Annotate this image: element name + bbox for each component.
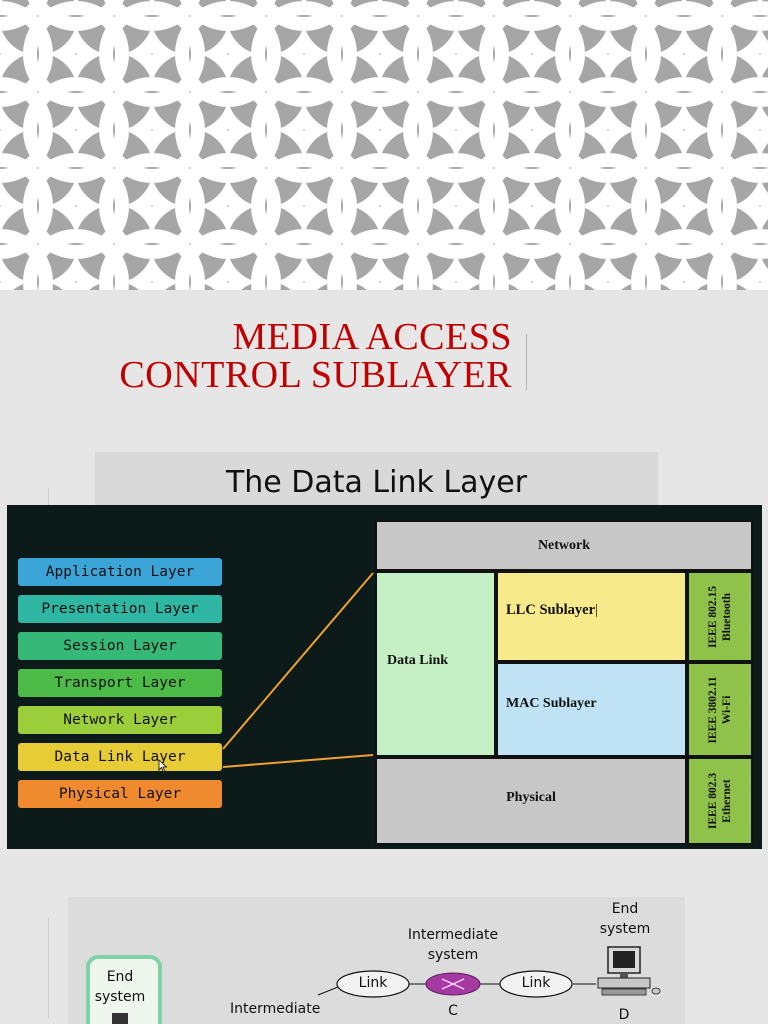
standard-wifi: IEEE 3802.11 Wi-Fi xyxy=(687,662,753,757)
standard-wifi-name: Wi-Fi xyxy=(721,695,733,724)
standard-wifi-id: IEEE 3802.11 xyxy=(707,675,719,744)
end-system-left-label: End system xyxy=(94,969,146,1005)
text-cursor: | xyxy=(595,602,598,618)
slide-title-line2: CONTROL SUBLAYER xyxy=(119,354,512,396)
stack-llc-label: LLC Sublayer xyxy=(506,602,596,618)
node-d-label: D xyxy=(618,1007,630,1023)
title-divider xyxy=(526,334,527,390)
stack-network: Network xyxy=(375,520,753,571)
standard-bluetooth-id: IEEE 802.15 xyxy=(707,585,719,648)
slide-title: MEDIA ACCESS CONTROL SUBLAYER xyxy=(60,318,512,394)
osi-layer-application: Application Layer xyxy=(18,558,222,586)
intermediate-system-label: Intermediate system xyxy=(407,927,499,963)
standard-ethernet-id: IEEE 802.3 xyxy=(707,772,719,830)
stack-physical: Physical xyxy=(375,757,687,845)
figure-header: The Data Link Layer xyxy=(95,452,658,508)
network-path-figure: End system Intermediate Intermediate sys… xyxy=(68,897,685,1024)
osi-layer-presentation: Presentation Layer xyxy=(18,595,222,623)
osi-layer-physical: Physical Layer xyxy=(18,780,222,808)
mouse-pointer-icon xyxy=(158,759,168,773)
standard-ethernet-name: Ethernet xyxy=(721,779,733,823)
end-system-right-label: End system xyxy=(599,901,651,937)
stack-mac-sublayer: MAC Sublayer xyxy=(496,662,687,757)
standard-ethernet: IEEE 802.3 Ethernet xyxy=(687,757,753,845)
intermediate-left-label: Intermediate xyxy=(230,1001,321,1017)
standard-bluetooth-name: Bluetooth xyxy=(721,592,733,641)
left-guide-line xyxy=(48,488,49,508)
stack-mac-label: MAC Sublayer xyxy=(506,696,597,711)
header-pattern xyxy=(0,0,768,290)
connector-lines xyxy=(222,572,374,768)
standard-wifi-text: IEEE 3802.11 Wi-Fi xyxy=(706,676,734,743)
stack-data-link: Data Link xyxy=(375,571,496,757)
computer-icon xyxy=(112,1013,128,1024)
standard-bluetooth: IEEE 802.15 Bluetooth xyxy=(687,571,753,662)
link-1-label: Link xyxy=(358,975,388,991)
node-c-label: C xyxy=(448,1003,458,1019)
slide-title-line1: MEDIA ACCESS xyxy=(232,316,512,358)
stack-llc-sublayer: LLC Sublayer| xyxy=(496,571,687,662)
data-link-layer-diagram: Application Layer Presentation Layer Ses… xyxy=(7,505,762,849)
osi-layer-data-link: Data Link Layer xyxy=(18,743,222,771)
stack-network-label: Network xyxy=(537,538,591,553)
link-2-label: Link xyxy=(521,975,551,991)
stack-physical-label: Physical xyxy=(506,790,556,805)
standard-ethernet-text: IEEE 802.3 Ethernet xyxy=(706,773,734,829)
end-system-left-box xyxy=(86,955,162,1024)
left-guide-line-2 xyxy=(48,918,49,1018)
osi-layer-network: Network Layer xyxy=(18,706,222,734)
stack-data-link-label: Data Link xyxy=(387,653,449,668)
osi-layer-session: Session Layer xyxy=(18,632,222,660)
standard-bluetooth-text: IEEE 802.15 Bluetooth xyxy=(706,586,734,648)
desktop-computer-icon xyxy=(597,946,661,996)
path-connectors xyxy=(317,970,596,998)
osi-layer-transport: Transport Layer xyxy=(18,669,222,697)
